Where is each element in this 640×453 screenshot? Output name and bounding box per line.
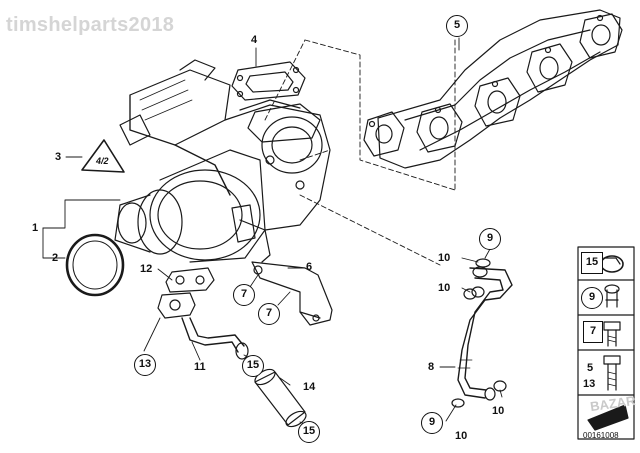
oil-pipe-drawing — [157, 292, 249, 360]
legend-item-13: 13 — [583, 378, 596, 390]
callout-15-a: 15 — [242, 355, 264, 377]
callout-leaders — [42, 37, 503, 428]
callout-6: 6 — [306, 261, 313, 273]
callout-3: 3 — [55, 151, 62, 163]
callout-8: 8 — [428, 361, 435, 373]
callout-14: 14 — [303, 381, 316, 393]
callout-5: 5 — [446, 15, 468, 37]
dashed-leaders — [264, 39, 456, 266]
callout-10-d: 10 — [492, 405, 505, 417]
callout-9-b: 9 — [421, 412, 443, 434]
callout-7-b: 7 — [258, 303, 280, 325]
callout-15-b: 15 — [298, 421, 320, 443]
turbocharger-drawing — [114, 59, 331, 263]
legend-frame — [577, 246, 635, 440]
legend-item-9: 9 — [581, 287, 603, 309]
small-gasket-drawing — [165, 267, 215, 293]
callout-2: 2 — [52, 252, 59, 264]
callout-1: 1 — [32, 222, 39, 234]
callout-4: 4 — [251, 34, 258, 46]
o-ring-drawing — [65, 233, 125, 297]
bracket-drawing — [251, 261, 333, 326]
callout-10-c: 10 — [455, 430, 468, 442]
callout-11: 11 — [194, 361, 206, 373]
callout-12: 12 — [140, 263, 153, 275]
triangle-marker-label: 4/2 — [96, 156, 109, 166]
callout-10-a: 10 — [438, 252, 451, 264]
legend-item-7: 7 — [583, 321, 603, 343]
gasket-drawing — [231, 61, 306, 101]
triangle-marker — [81, 139, 125, 173]
callout-10-b: 10 — [438, 282, 451, 294]
callout-7-a: 7 — [233, 284, 255, 306]
watermark-text: timshelparts2018 — [6, 14, 175, 36]
hose-drawing — [254, 368, 307, 428]
exhaust-manifold-drawing — [363, 9, 623, 169]
legend-item-5: 5 — [587, 362, 594, 374]
document-number: 00161008 — [583, 431, 619, 440]
oil-feed-line-drawing — [457, 266, 513, 401]
callout-13: 13 — [134, 354, 156, 376]
legend-item-15: 15 — [581, 252, 603, 274]
callout-9-a: 9 — [479, 228, 501, 250]
